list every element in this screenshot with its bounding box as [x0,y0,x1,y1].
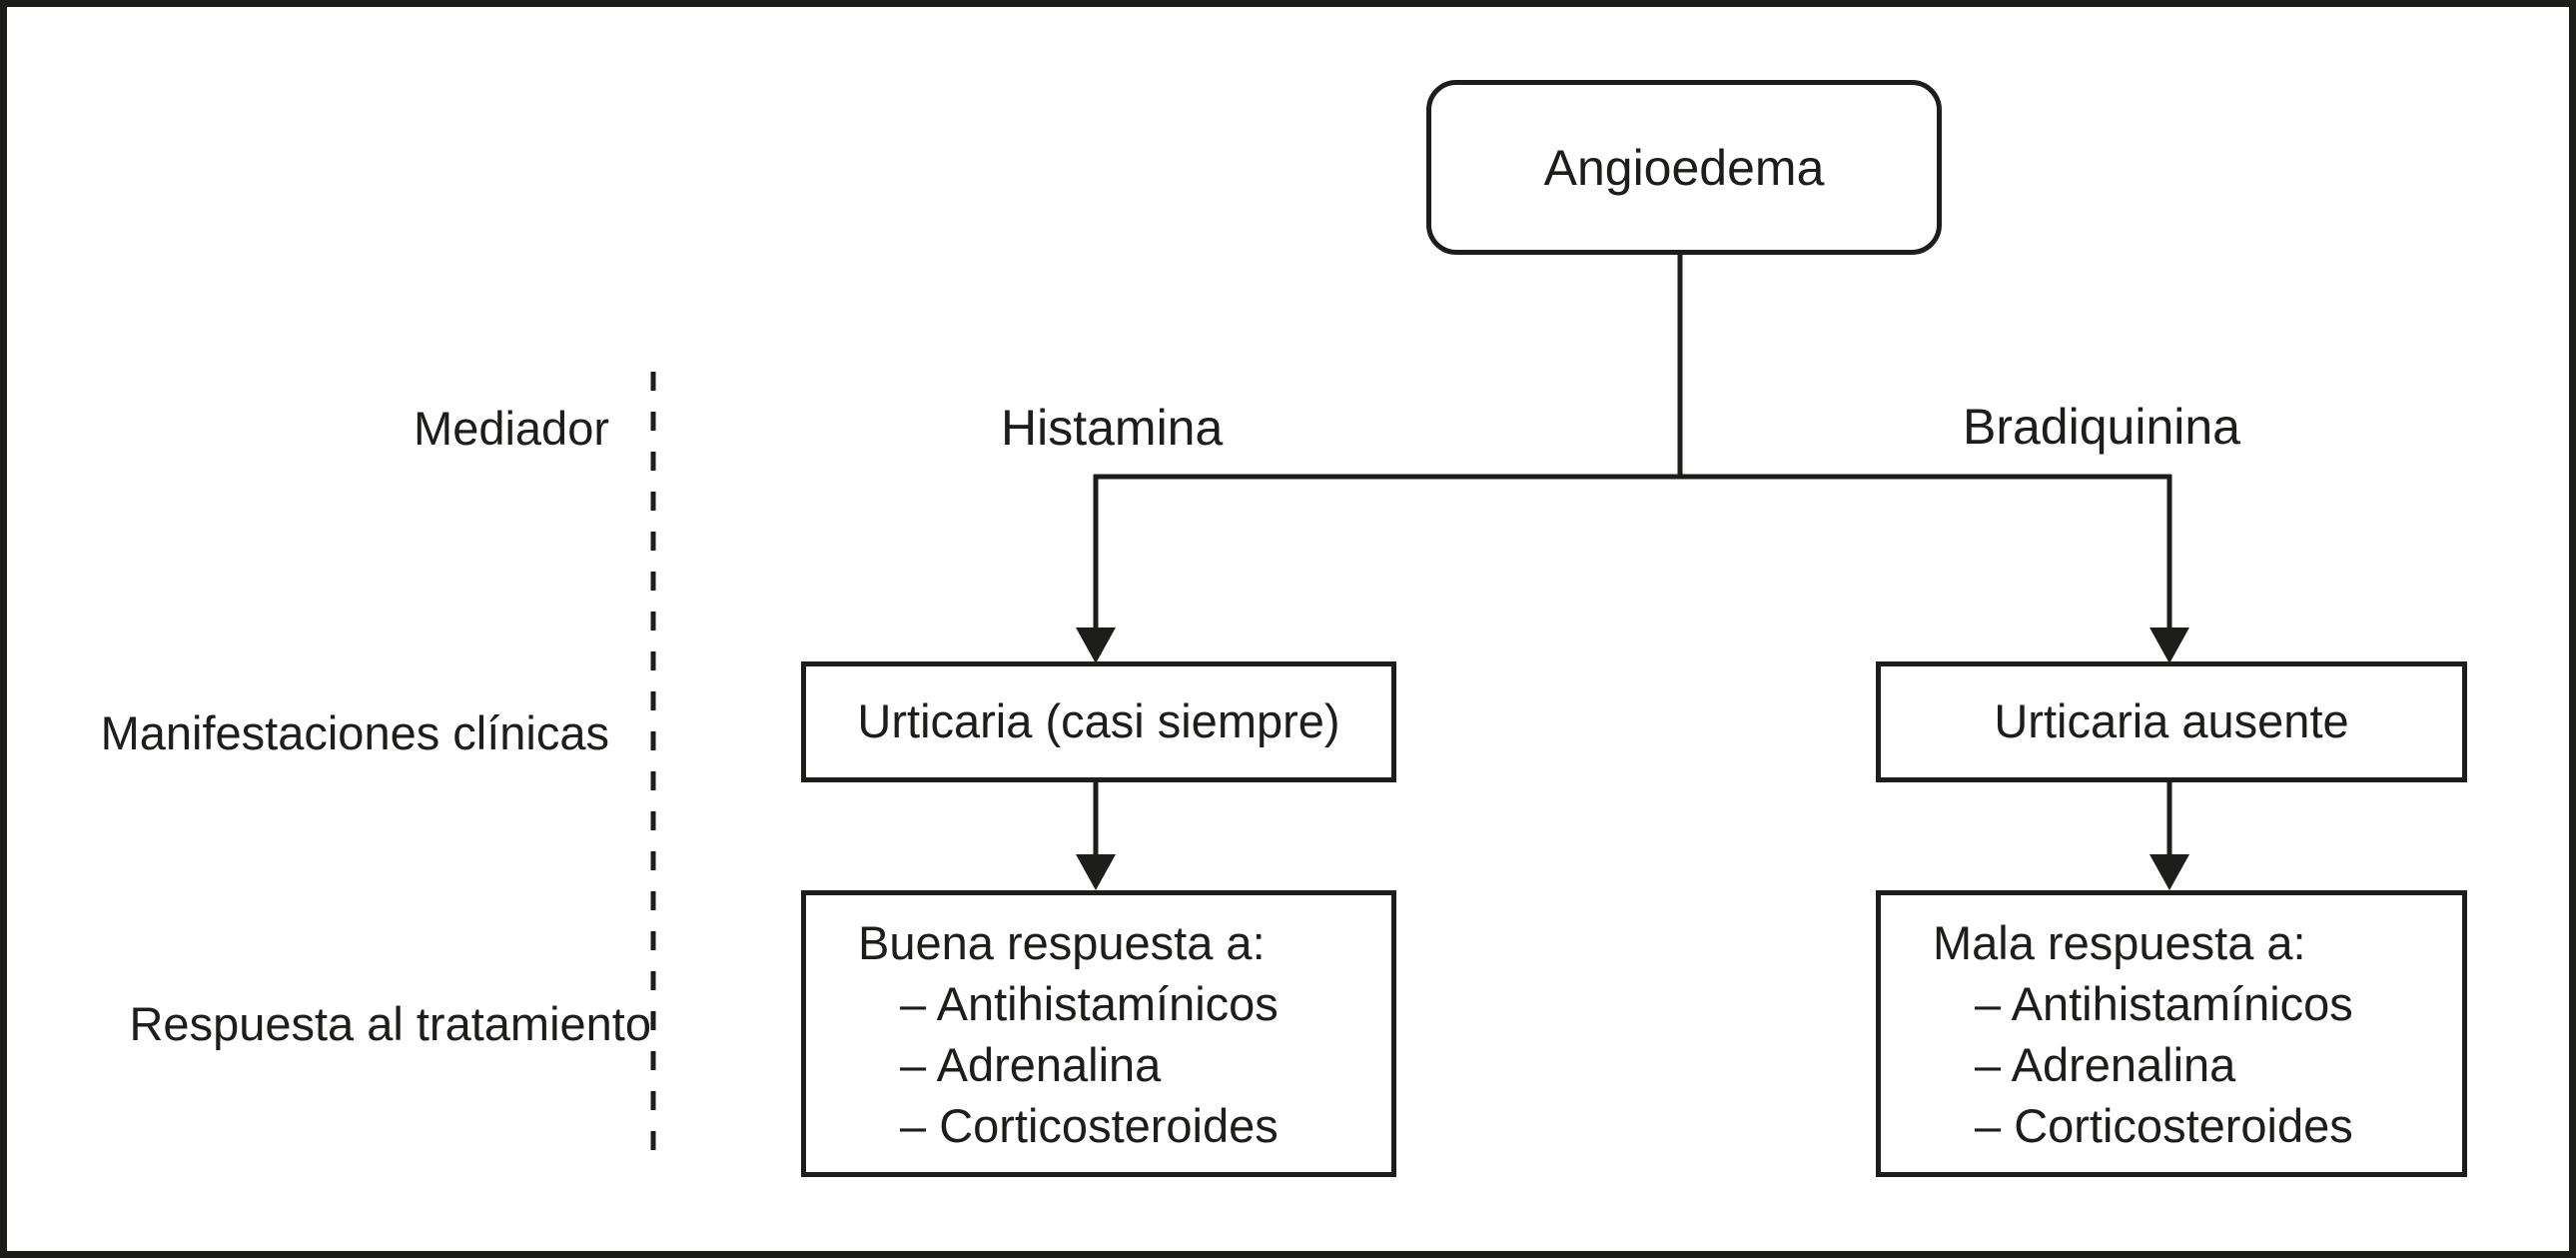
treatment-item: – Antihistamínicos [900,976,1279,1030]
branch-label-bradiquinina: Bradiquinina [1963,399,2240,455]
response-title-right: Mala respuesta a: [1933,915,2306,969]
manifestation-label-left: Urticaria (casi siempre) [857,694,1340,748]
row-label-manifestaciones-clinicas: Manifestaciones clínicas [100,706,609,759]
left-arrowhead-icon [1076,628,1116,663]
root-node-angioedema: Angioedema [1426,80,1942,255]
manifestation-node-left: Urticaria (casi siempre) [801,661,1396,782]
treatment-item: – Corticosteroides [900,1098,1279,1152]
treatment-item: – Antihistamínicos [1975,976,2353,1030]
branch-label-histamina: Histamina [1001,400,1224,456]
root-node-label: Angioedema [1543,139,1825,196]
right-response-arrowhead-icon [2149,854,2189,890]
right-arrowhead-icon [2149,628,2189,663]
treatment-item: – Corticosteroides [1975,1098,2353,1152]
row-label-respuesta-al-tratamiento: Respuesta al tratamiento [129,997,651,1050]
treatment-item: – Adrenalina [1975,1037,2236,1091]
response-title-left: Buena respuesta a: [858,915,1266,969]
left-response-arrowhead-icon [1076,854,1116,890]
response-node-right: Mala respuesta a: – Antihistamínicos – A… [1876,890,2467,1177]
manifestation-label-right: Urticaria ausente [1994,694,2349,748]
manifestation-node-right: Urticaria ausente [1876,661,2467,782]
treatment-item: – Adrenalina [900,1037,1162,1091]
row-label-mediador: Mediador [414,402,609,455]
response-node-left: Buena respuesta a: – Antihistamínicos – … [801,890,1396,1177]
